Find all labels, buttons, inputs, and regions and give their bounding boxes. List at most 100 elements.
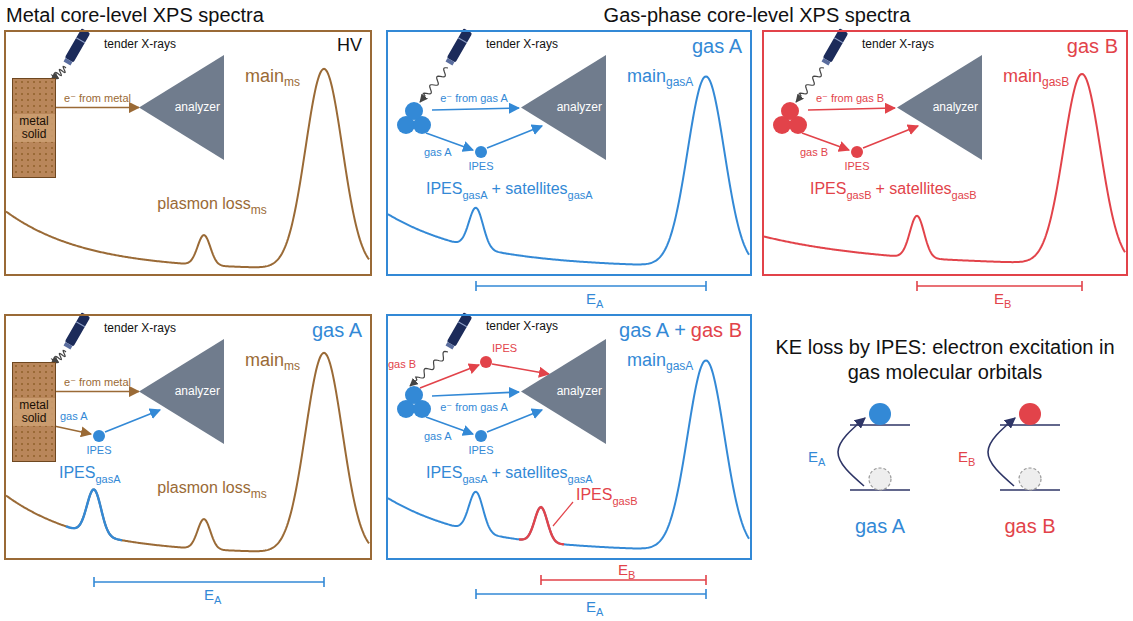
electron-path-arrow <box>487 410 542 432</box>
subscript-text: ms <box>251 204 267 218</box>
arrow-label: e⁻ from metal <box>64 92 131 105</box>
ipes-excited-molecule <box>475 146 487 158</box>
energy-label: E <box>808 448 818 465</box>
section-heading: Metal core-level XPS spectra <box>6 4 264 27</box>
annotation-label: tender X-rays <box>104 38 176 52</box>
analyzer-triangle: analyzer <box>139 339 224 444</box>
ipes-peak-highlight <box>519 507 564 544</box>
subscript-text: gasA <box>568 189 593 202</box>
annotation-label: tender X-rays <box>862 38 934 52</box>
subscript-text: A <box>596 606 603 619</box>
panel-heading-text: gas A <box>692 35 742 57</box>
energy-bracket <box>476 589 706 599</box>
energy-label: E <box>586 290 596 307</box>
annotation-label: IPES <box>492 342 517 355</box>
subscript-text: B <box>1004 298 1011 311</box>
panel-heading: HV <box>337 35 362 56</box>
analyzer-label: analyzer <box>175 384 220 398</box>
annotation-label: tender X-rays <box>486 320 558 334</box>
xray-source-icon <box>821 28 849 66</box>
panel-heading-text: + <box>674 319 686 341</box>
electron-path-arrow <box>487 126 542 148</box>
orbital-diagram <box>838 403 910 490</box>
metal-solid-block: metal solid <box>12 78 56 178</box>
ipes-excited-molecule <box>475 430 487 442</box>
subscript-text: gasA <box>666 360 693 374</box>
annotation-label: gas B <box>800 146 828 159</box>
subscript-text: gasB <box>612 495 637 508</box>
electron-arrow <box>56 391 139 393</box>
subscript-text: A <box>596 298 603 311</box>
electron-path-arrow <box>420 365 479 388</box>
energy-label: E <box>618 561 628 578</box>
spectrum-curve <box>388 76 749 264</box>
annotation-label: gas A <box>424 146 452 159</box>
annotation-label: main <box>627 350 666 371</box>
metal-solid-label: metal solid <box>13 398 55 426</box>
subscript-text: gasB <box>952 189 977 202</box>
annotation-label: IPES <box>426 464 462 482</box>
annotation-label: IPES <box>576 486 612 504</box>
subscript-text: B <box>968 456 975 469</box>
subscript-text: gasA <box>95 473 120 486</box>
subscript-text: ms <box>284 76 300 90</box>
annotation-label: IPES <box>426 180 462 198</box>
annotation-label: main <box>627 66 666 87</box>
xray-source-icon <box>63 28 91 66</box>
annotation-label: IPES <box>86 444 111 457</box>
panel-heading: gas A <box>692 35 742 58</box>
annotation-label: e⁻ from gas A <box>440 92 508 105</box>
annotation-label: plasmon loss <box>157 195 250 213</box>
annotation-label: IPES <box>59 464 95 482</box>
spectrum-panel: metal solid analyzer HV <box>4 30 372 276</box>
panel-heading-text: gas B <box>1067 35 1118 57</box>
annotation-label: main <box>245 66 284 87</box>
metal-solid-label: metal solid <box>13 114 55 142</box>
annotation-label: tender X-rays <box>104 322 176 336</box>
energy-bracket <box>94 577 324 587</box>
analyzer-label: analyzer <box>175 100 220 114</box>
annotation-label: IPES <box>468 160 493 173</box>
annotation-label: gas A <box>424 430 452 443</box>
annotation-label: gas B <box>1004 515 1055 538</box>
ipes-excited-molecule <box>93 430 105 442</box>
subscript-text: B <box>628 569 635 582</box>
analyzer-triangle: analyzer <box>521 339 606 444</box>
annotation-label: tender X-rays <box>486 38 558 52</box>
energy-label: E <box>994 290 1004 307</box>
analyzer-label: analyzer <box>933 100 978 114</box>
panel-heading: gas A+gas B <box>619 319 742 342</box>
analyzer-label: analyzer <box>557 100 602 114</box>
arrow-label: e⁻ from metal <box>64 376 131 389</box>
gas-molecule <box>781 102 799 120</box>
analyzer-label: analyzer <box>557 384 602 398</box>
annotation-label: e⁻ from gas A <box>440 401 508 414</box>
energy-label: E <box>204 586 214 603</box>
annotation-label: plasmon loss <box>157 479 250 497</box>
subscript-text: gasB <box>1042 76 1069 90</box>
electron-path-arrow <box>432 108 519 110</box>
spectrum-curve <box>764 74 1125 262</box>
analyzer-triangle: analyzer <box>139 55 224 160</box>
panel-heading-text: gas B <box>691 319 742 341</box>
electron-path-arrow <box>432 392 519 396</box>
annotation-label: e⁻ from gas B <box>816 92 884 105</box>
panel-heading: gas B <box>1067 35 1118 58</box>
ipes-excited-molecule <box>480 356 492 368</box>
electron-path-arrow <box>54 426 91 434</box>
subscript-text: gasA <box>462 189 487 202</box>
spectrum-panel: metal solidanalyzergas A <box>4 314 372 560</box>
annotation-label: IPES <box>844 160 869 173</box>
metal-solid-block: metal solid <box>12 362 56 462</box>
electron-path-arrow <box>808 108 895 110</box>
annotation-label: main <box>245 350 284 371</box>
xray-source-icon <box>63 312 91 350</box>
orbital-diagram <box>988 403 1060 490</box>
energy-bracket <box>476 281 706 291</box>
gas-molecule <box>405 102 423 120</box>
energy-label: E <box>586 598 596 615</box>
subscript-text: gasB <box>846 189 871 202</box>
subscript-text: A <box>818 456 825 469</box>
annotation-label: + satellites <box>492 180 568 198</box>
